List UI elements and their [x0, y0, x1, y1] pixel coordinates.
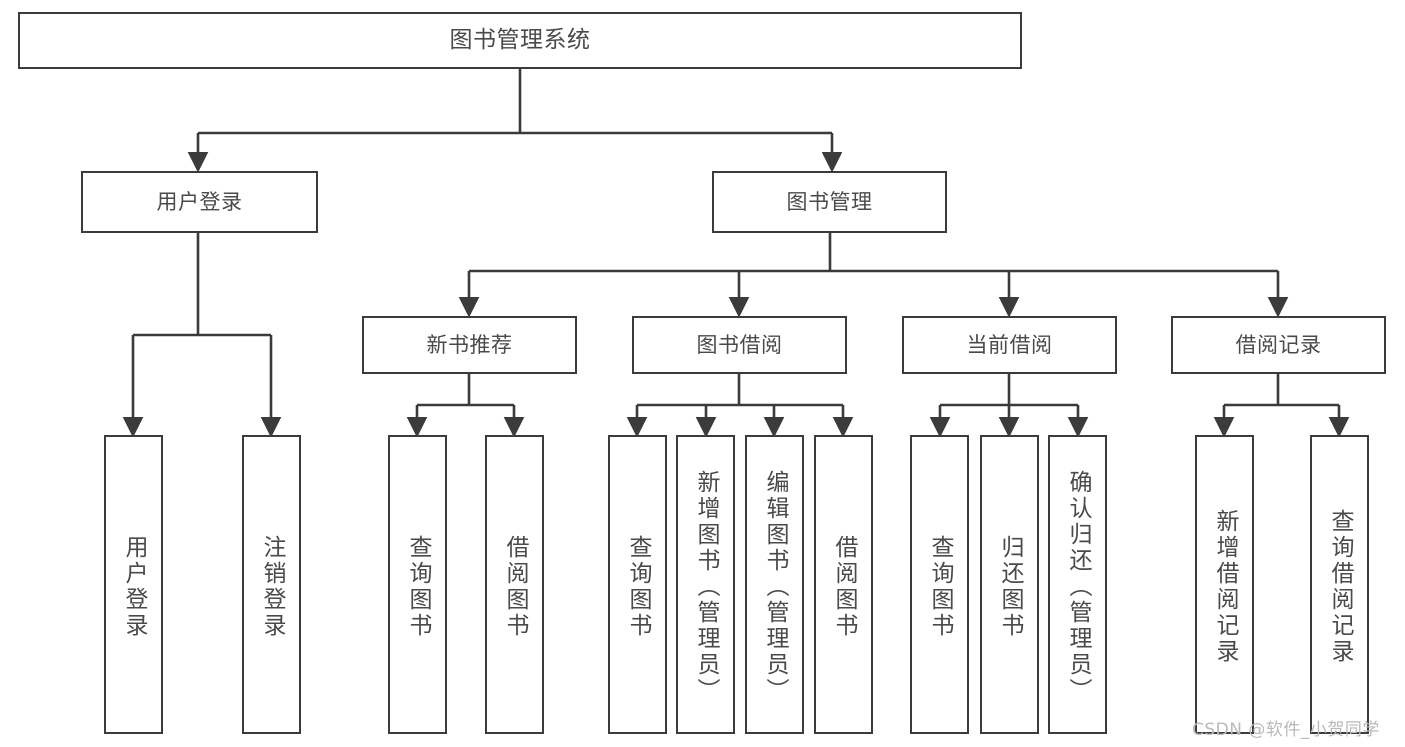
leaf-newbook-query-book[interactable]: 查询图书 — [388, 435, 447, 734]
node-label: 新增借阅记录 — [1211, 508, 1238, 665]
leaf-borrow-query-book[interactable]: 查询图书 — [608, 435, 667, 734]
node-label: 当前借阅 — [966, 332, 1053, 357]
node-root-system[interactable]: 图书管理系统 — [18, 12, 1022, 69]
node-label: 图书管理系统 — [449, 26, 591, 53]
node-book-management[interactable]: 图书管理 — [712, 171, 947, 233]
leaf-borrow-edit-book-admin[interactable]: 编辑图书（管理员） — [745, 435, 804, 734]
node-label: 用户登录 — [156, 189, 243, 214]
node-label: 归还图书 — [996, 534, 1023, 639]
node-label: 借阅图书 — [501, 534, 528, 639]
leaf-record-query-record[interactable]: 查询借阅记录 — [1310, 435, 1369, 734]
node-label: 借阅记录 — [1235, 332, 1322, 357]
leaf-record-add-record[interactable]: 新增借阅记录 — [1195, 435, 1254, 734]
leaf-logout[interactable]: 注销登录 — [242, 435, 301, 734]
leaf-user-login[interactable]: 用户登录 — [104, 435, 163, 734]
csdn-watermark: CSDN @软件_小贺同学 — [1192, 720, 1380, 740]
node-label: 查询图书 — [926, 534, 953, 639]
node-label: 注销登录 — [258, 534, 285, 639]
node-label: 编辑图书（管理员） — [761, 469, 788, 704]
leaf-current-return-book[interactable]: 归还图书 — [980, 435, 1039, 734]
node-label: 图书管理 — [786, 189, 873, 214]
node-label: 新增图书（管理员） — [692, 469, 719, 704]
node-label: 新书推荐 — [426, 332, 513, 357]
node-label: 图书借阅 — [696, 332, 783, 357]
node-label: 查询图书 — [404, 534, 431, 639]
node-label: 查询借阅记录 — [1326, 508, 1353, 665]
node-new-book-recommend[interactable]: 新书推荐 — [362, 316, 577, 374]
node-label: 用户登录 — [120, 534, 147, 639]
node-label: 借阅图书 — [830, 534, 857, 639]
node-current-borrow[interactable]: 当前借阅 — [902, 316, 1117, 374]
node-label: 查询图书 — [624, 534, 651, 639]
leaf-borrow-borrow-book[interactable]: 借阅图书 — [814, 435, 873, 734]
leaf-newbook-borrow-book[interactable]: 借阅图书 — [485, 435, 544, 734]
leaf-current-confirm-return-admin[interactable]: 确认归还（管理员） — [1048, 435, 1107, 734]
leaf-borrow-add-book-admin[interactable]: 新增图书（管理员） — [676, 435, 735, 734]
leaf-current-query-book[interactable]: 查询图书 — [910, 435, 969, 734]
node-user-login[interactable]: 用户登录 — [81, 171, 318, 233]
node-label: 确认归还（管理员） — [1064, 469, 1091, 704]
node-borrow-record[interactable]: 借阅记录 — [1171, 316, 1386, 374]
node-book-borrow[interactable]: 图书借阅 — [632, 316, 847, 374]
